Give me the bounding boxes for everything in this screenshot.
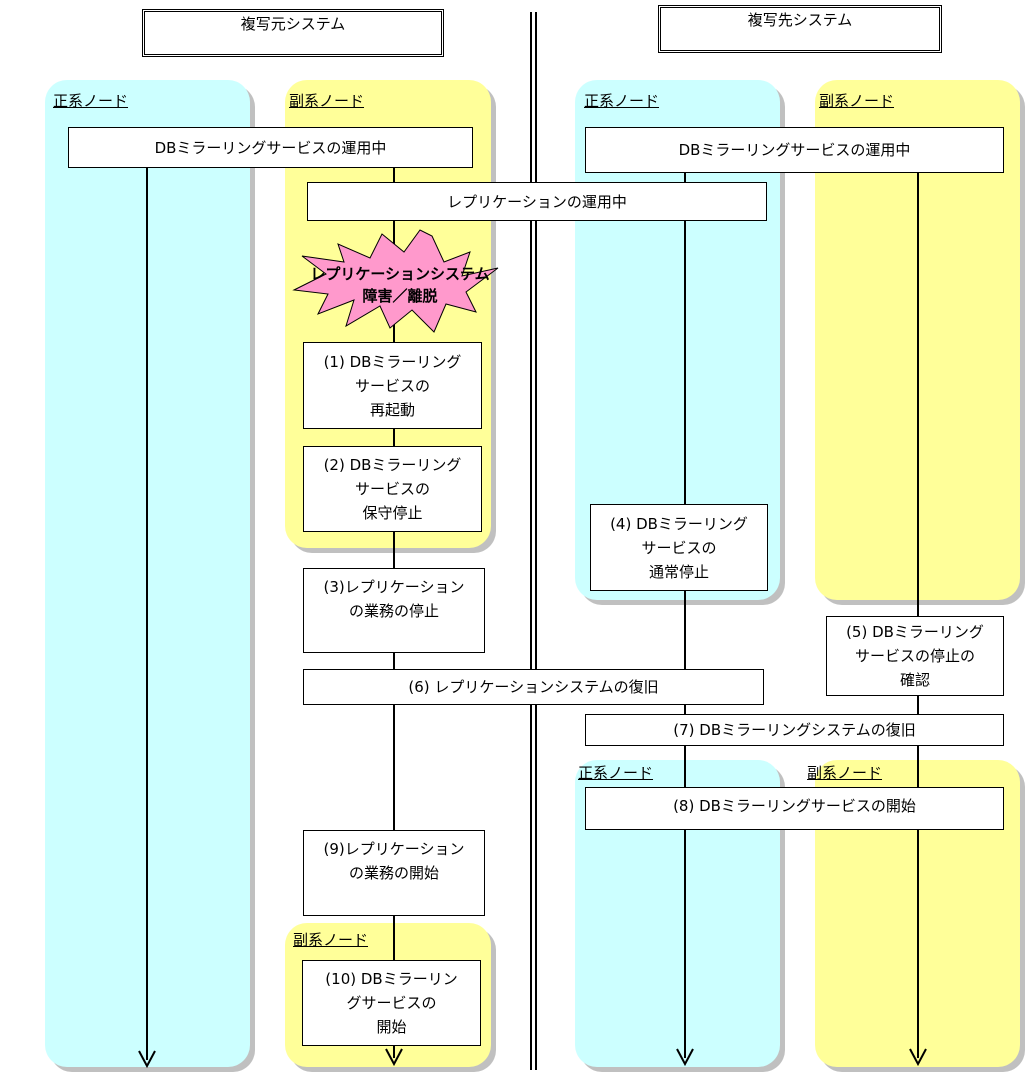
box-label: DBミラーリングサービスの運用中 <box>154 138 387 157</box>
lane-label-primary: 正系ノード <box>584 92 660 110</box>
timeline-target-primary <box>684 173 686 1058</box>
step3-box: (3)レプリケーション の業務の停止 <box>303 568 485 653</box>
box-label: (10) DBミラーリン グサービスの 開始 <box>325 970 458 1036</box>
box-label: (7) DBミラーリングシステムの復旧 <box>673 721 916 739</box>
box-label: (2) DBミラーリング サービスの 保守停止 <box>323 456 462 522</box>
box-label: DBミラーリングサービスの運用中 <box>678 141 911 159</box>
box-label: (1) DBミラーリング サービスの 再起動 <box>323 352 462 419</box>
box-label: (9)レプリケーション の業務の開始 <box>323 840 465 882</box>
timeline-target-secondary <box>917 173 919 1058</box>
lane-label-primary: 正系ノード <box>578 764 654 782</box>
lane-label-secondary: 副系ノード <box>289 92 365 110</box>
system-divider-right <box>535 12 537 1070</box>
step7-box: (7) DBミラーリングシステムの復旧 <box>585 714 1004 746</box>
target-system-title: 複写先システム <box>747 11 853 29</box>
step9-box: (9)レプリケーション の業務の開始 <box>303 830 485 916</box>
box-label: (6) レプリケーションシステムの復旧 <box>408 678 659 696</box>
step1-box: (1) DBミラーリング サービスの 再起動 <box>303 342 482 429</box>
lane-label-secondary: 副系ノード <box>819 92 895 110</box>
step8-box: (8) DBミラーリングサービスの開始 <box>585 787 1004 830</box>
box-label: (5) DBミラーリング サービスの停止の 確認 <box>846 623 984 689</box>
step10-box: (10) DBミラーリン グサービスの 開始 <box>302 960 481 1046</box>
timeline-source-primary <box>146 168 148 1060</box>
lane-label-primary: 正系ノード <box>53 92 129 110</box>
step2-box: (2) DBミラーリング サービスの 保守停止 <box>303 446 482 532</box>
target-system-header: 複写先システム <box>658 5 942 53</box>
src-mirroring-running-box: DBミラーリングサービスの運用中 <box>68 127 473 168</box>
incident-line1: レプリケーションシステム <box>310 265 490 283</box>
source-system-title: 複写元システム <box>240 15 346 33</box>
lane-label-secondary: 副系ノード <box>293 931 369 949</box>
box-label: (4) DBミラーリング サービスの 通常停止 <box>610 514 748 581</box>
replication-running-box: レプリケーションの運用中 <box>307 182 767 221</box>
system-divider-left <box>530 12 532 1070</box>
box-label: (3)レプリケーション の業務の停止 <box>323 578 465 620</box>
source-system-header: 複写元システム <box>142 9 444 57</box>
step4-box: (4) DBミラーリング サービスの 通常停止 <box>590 504 768 591</box>
box-label: レプリケーションの運用中 <box>447 192 627 211</box>
box-label: (8) DBミラーリングサービスの開始 <box>673 797 916 815</box>
lane-label-secondary: 副系ノード <box>807 764 883 782</box>
step6-box: (6) レプリケーションシステムの復旧 <box>303 669 764 705</box>
incident-label: レプリケーションシステム 障害／離脱 <box>300 263 500 307</box>
dst-mirroring-running-box: DBミラーリングサービスの運用中 <box>585 127 1004 173</box>
step5-box: (5) DBミラーリング サービスの停止の 確認 <box>826 616 1004 696</box>
incident-line2: 障害／離脱 <box>362 287 438 305</box>
